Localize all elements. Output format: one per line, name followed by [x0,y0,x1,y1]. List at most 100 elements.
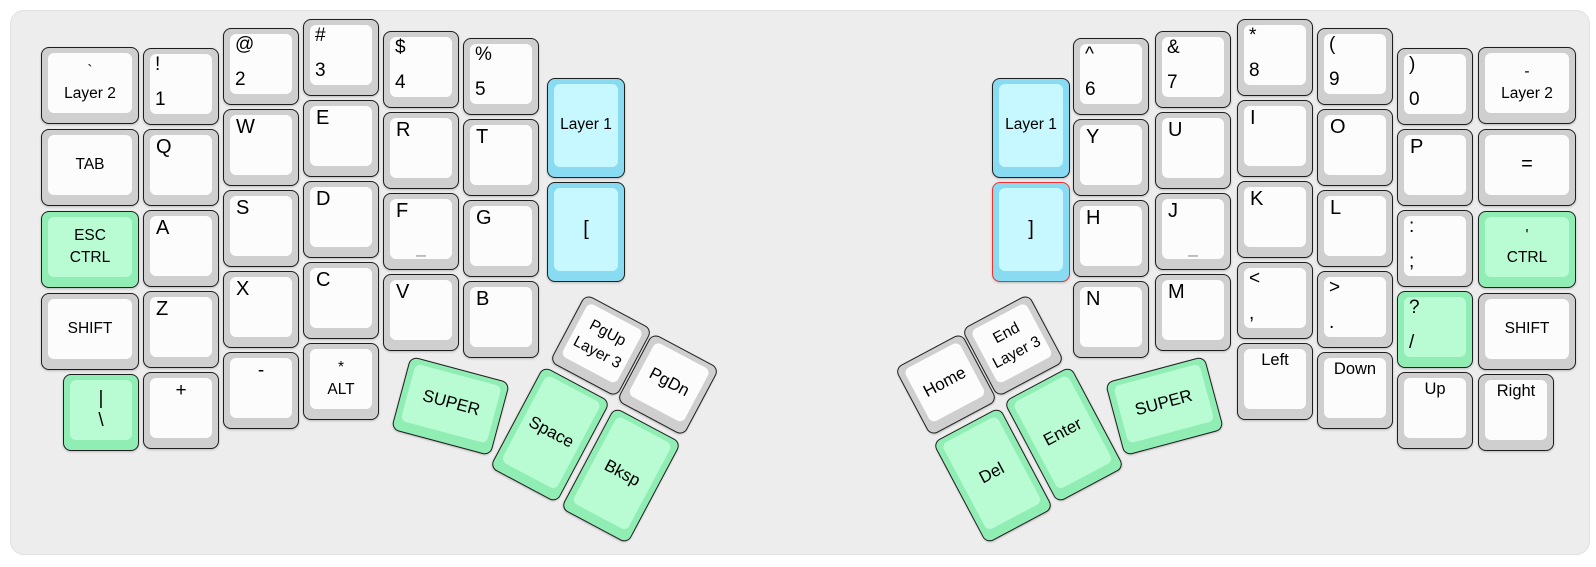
key-s[interactable]: S [223,190,299,267]
keycap-surface [150,135,212,195]
key-m[interactable]: M [1155,274,1231,351]
key-labels: C [311,268,371,327]
key-left[interactable]: Left [1237,343,1313,420]
key-i[interactable]: I [1237,100,1313,177]
keycap-surface [1485,53,1569,113]
key-labels: T [471,125,531,184]
keycap-surface [150,297,212,357]
key-labels: !1 [151,54,211,113]
key-num-5[interactable]: %5 [463,38,539,115]
key-labels: |\ [71,380,131,439]
key-h[interactable]: H [1073,200,1149,277]
key-label-primary: ' [1525,226,1529,244]
key-rbracket[interactable]: ] [992,182,1070,282]
key-quote-ctrl[interactable]: 'CTRL [1478,211,1576,288]
key-label-primary: Down [1333,360,1377,378]
key-f[interactable]: F_ [383,193,459,270]
key-label-primary: N [1086,288,1101,310]
key-pipe-backslash[interactable]: |\ [63,374,139,451]
key-num-1[interactable]: !1 [143,48,219,125]
key-layer2-left[interactable]: `Layer 2 [41,47,139,124]
key-label-primary: Space [525,411,578,451]
key-label-secondary: ALT [327,380,355,398]
keycap-surface [1404,297,1466,357]
keycap-surface [1485,299,1569,359]
keycap-surface [230,358,292,418]
key-labels: P [1405,135,1465,194]
key-z[interactable]: Z [143,291,219,368]
key-labels: = [1486,135,1568,194]
key-e[interactable]: E [303,100,379,177]
key-super-right[interactable]: SUPER [1104,355,1224,457]
key-label-primary: TAB [75,155,105,173]
key-num-9[interactable]: (9 [1317,28,1393,105]
key-num-8[interactable]: *8 [1237,19,1313,96]
key-tab[interactable]: TAB [41,129,139,206]
key-o[interactable]: O [1317,109,1393,186]
keycap-surface [1324,277,1386,337]
key-v[interactable]: V [383,274,459,351]
key-w[interactable]: W [223,109,299,186]
key-semicolon[interactable]: :; [1397,210,1473,287]
key-label-primary: F [396,200,409,222]
key-label-primary: * [337,358,345,376]
key-p[interactable]: P [1397,129,1473,206]
key-shift-left[interactable]: SHIFT [41,293,139,370]
key-label-primary: PgDn [646,362,693,400]
key-num-0[interactable]: )0 [1397,48,1473,125]
key-g[interactable]: G [463,200,539,277]
key-c[interactable]: C [303,262,379,339]
key-lbracket[interactable]: [ [547,182,625,282]
key-label-primary: Y [1086,126,1100,148]
key-j[interactable]: J_ [1155,193,1231,270]
key-labels: %5 [471,44,531,103]
keycap-surface [999,188,1063,271]
key-num-7[interactable]: &7 [1155,31,1231,108]
key-star-alt[interactable]: * ALT [303,343,379,420]
key-layer1-left[interactable]: Layer 1 [547,78,625,178]
key-minus-layer2[interactable]: -Layer 2 [1478,47,1576,124]
key-period[interactable]: >. [1317,271,1393,348]
keycap-surface [554,188,618,271]
key-k[interactable]: K [1237,181,1313,258]
key-labels: Up [1405,378,1465,437]
key-y[interactable]: Y [1073,119,1149,196]
key-right[interactable]: Right [1478,374,1554,451]
key-d[interactable]: D [303,181,379,258]
key-super-left[interactable]: SUPER [390,355,510,457]
key-equals[interactable]: = [1478,129,1576,206]
key-label-primary: | [98,387,104,409]
key-num-4[interactable]: $4 [383,31,459,108]
key-down[interactable]: Down [1317,352,1393,429]
key-num-6[interactable]: ^6 [1073,38,1149,115]
keycap-surface [1244,106,1306,166]
key-num-2[interactable]: @2 [223,28,299,105]
key-labels: #3 [311,25,371,84]
key-shift-right[interactable]: SHIFT [1478,293,1576,370]
key-question-slash[interactable]: ?/ [1397,291,1473,368]
key-q[interactable]: Q [143,129,219,206]
keycap-surface [1324,115,1386,175]
key-label-secondary: Layer 2 [1501,84,1553,102]
key-comma[interactable]: <, [1237,262,1313,339]
key-t[interactable]: T [463,119,539,196]
key-label-primary: C [316,269,331,291]
key-minus[interactable]: - [223,352,299,429]
key-a[interactable]: A [143,210,219,287]
key-plus[interactable]: + [143,372,219,449]
key-l[interactable]: L [1317,190,1393,267]
keycap-surface [310,349,372,409]
key-r[interactable]: R [383,112,459,189]
key-u[interactable]: U [1155,112,1231,189]
key-b[interactable]: B [463,281,539,358]
key-num-3[interactable]: #3 [303,19,379,96]
key-labels: SUPER [401,364,500,443]
key-label-secondary: CTRL [69,248,111,266]
key-up[interactable]: Up [1397,372,1473,449]
key-x[interactable]: X [223,271,299,348]
key-labels: SUPER [1114,364,1213,443]
key-n[interactable]: N [1073,281,1149,358]
key-layer1-right[interactable]: Layer 1 [992,78,1070,178]
